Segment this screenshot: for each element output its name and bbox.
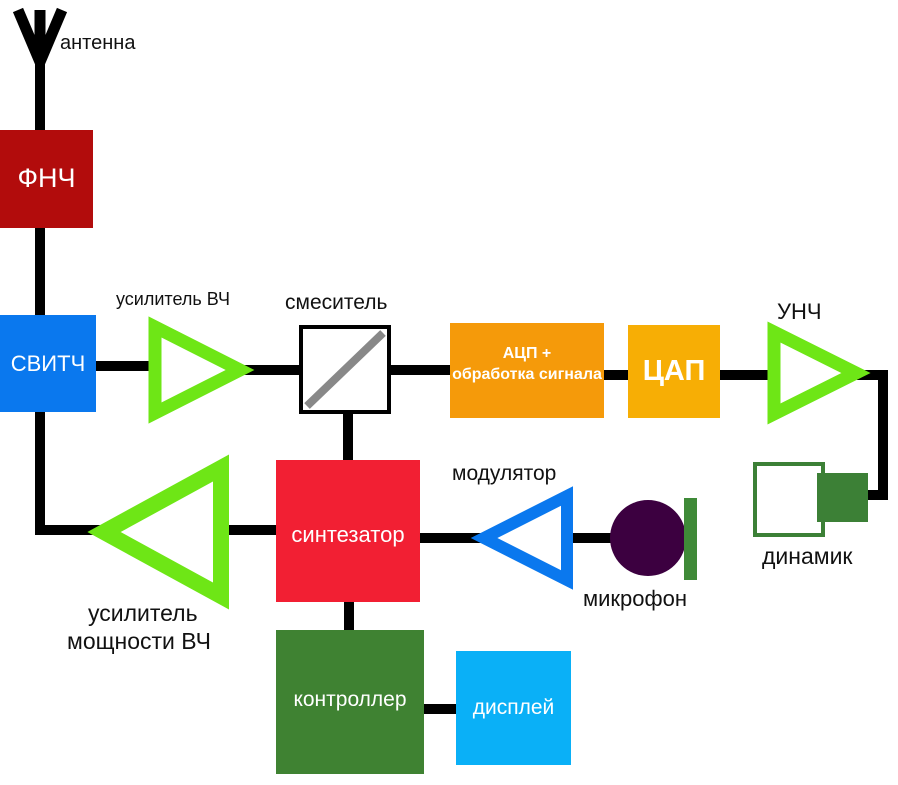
antenna-icon [12,7,68,68]
afa-icon [767,321,871,425]
lpf-block [0,130,93,228]
synth-block [276,460,420,602]
modulator-icon [470,486,573,590]
speaker-icon [817,473,868,522]
dac-label: ЦАП [642,354,706,387]
adc-label: АЦП + обработка сигнала [450,345,604,395]
mixer-diagonal [304,330,386,409]
adc-label-line2: обработка сигнала [452,366,602,384]
wires [35,55,888,714]
controller-block [276,630,424,774]
switch-label: СВИТЧ [10,350,86,376]
adc-block [450,323,604,418]
microphone-icon [610,500,686,576]
microphone-bar [684,498,697,580]
power-amp-icon [87,454,229,610]
rf-amp-label: усилитель ВЧ [116,289,230,309]
power-amp-label-line1: усилитель [88,600,198,626]
speaker-box [753,462,825,537]
wire-switch-pa [35,407,100,535]
mixer-label: смеситель [285,291,388,314]
afa-label: УНЧ [777,299,822,324]
antenna-label: антенна [60,32,136,54]
display-label: дисплей [472,695,555,719]
rf-amp-icon [148,316,255,424]
synth-label: синтезатор [291,522,405,548]
display-block [456,651,571,765]
wire-afa-speaker [857,370,888,500]
speaker-label: динамик [762,543,853,569]
switch-block [0,315,96,412]
dac-block [628,325,720,418]
modulator-label: модулятор [452,462,557,485]
adc-label-line1: АЦП + [502,345,552,362]
lpf-label: ФНЧ [17,163,76,194]
controller-label: контроллер [293,687,407,711]
microphone-label: микрофон [583,586,687,611]
power-amp-label-line2: мощности ВЧ [67,628,211,654]
